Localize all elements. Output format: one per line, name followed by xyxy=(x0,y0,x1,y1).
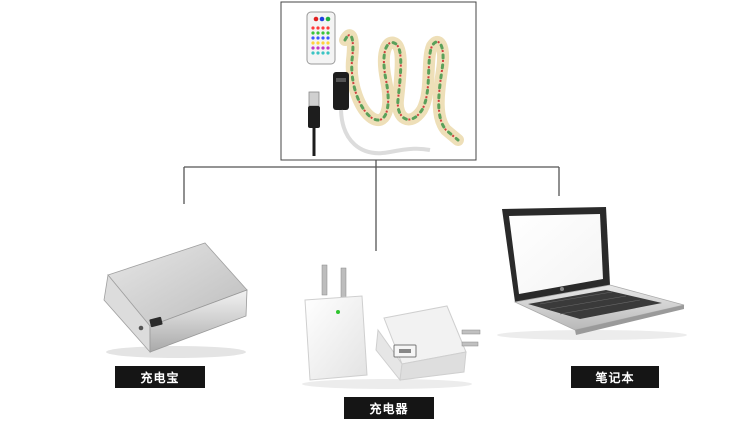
power-bank-icon xyxy=(104,243,247,358)
label-power-bank: 充电宝 xyxy=(115,366,205,388)
laptop-icon xyxy=(497,207,687,340)
connector-lines xyxy=(184,160,559,251)
usb-charger-icon xyxy=(302,265,480,389)
label-laptop: 笔记本 xyxy=(571,366,659,388)
remote-control-icon xyxy=(307,12,335,64)
label-charger: 充电器 xyxy=(344,397,434,419)
led-strip-kit-image xyxy=(281,2,476,160)
